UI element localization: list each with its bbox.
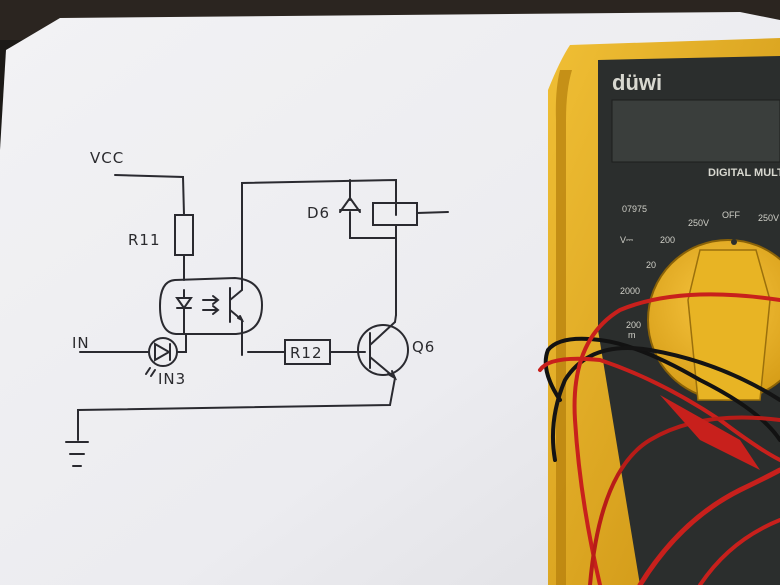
probe-tip[interactable] xyxy=(660,395,760,470)
probe-cables xyxy=(538,292,780,585)
dial-off: OFF xyxy=(722,210,740,220)
circuit-schematic xyxy=(65,174,449,467)
label-r11: R11 xyxy=(128,231,161,249)
dial-200: 200 xyxy=(660,235,675,245)
dial-20: 20 xyxy=(646,260,656,270)
optocoupler xyxy=(158,276,264,335)
diode-d6 xyxy=(339,179,397,239)
dial-200m: 200 xyxy=(626,320,641,330)
lcd-display xyxy=(611,99,780,163)
dial-knob[interactable] xyxy=(687,249,771,401)
label-q6: Q6 xyxy=(412,338,435,356)
model-line: DIGITAL MULT xyxy=(708,167,780,179)
label-in: IN xyxy=(72,334,90,352)
model-number: 07975 xyxy=(622,204,647,214)
label-vcc: VCC xyxy=(90,149,124,167)
dial-vdc: V⎓ xyxy=(620,235,633,245)
ground-symbol xyxy=(65,441,89,467)
dial-200m-unit: m xyxy=(628,330,636,340)
dial-250v-a: 250V xyxy=(688,218,709,228)
label-r12: R12 xyxy=(290,344,323,362)
multimeter-brand: düwi xyxy=(612,70,662,95)
dial-2000: 2000 xyxy=(620,286,640,296)
label-diode-in: IN3 xyxy=(158,370,186,388)
transistor-q6 xyxy=(357,324,409,376)
dial-250v-b: 250V xyxy=(758,213,779,223)
label-d6: D6 xyxy=(307,204,330,222)
